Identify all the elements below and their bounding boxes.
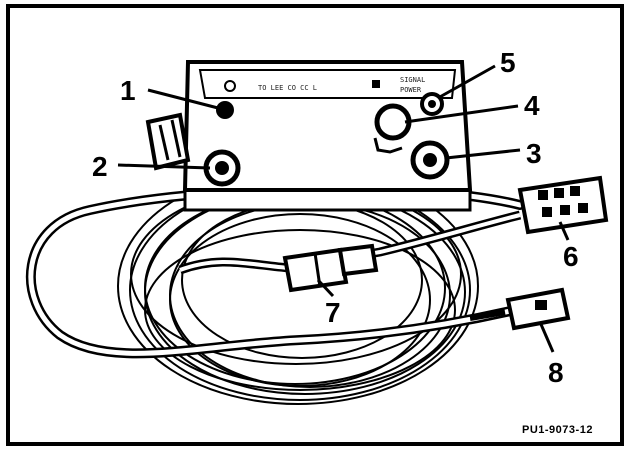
indicator-light xyxy=(216,101,234,119)
callout-3: 3 xyxy=(526,138,542,169)
side-fitting xyxy=(145,112,191,171)
panel-text-left: TO LEE CO CC L xyxy=(258,84,317,92)
callout-7: 7 xyxy=(325,297,341,328)
control-box: TO LEE CO CC L SIGNAL POWER xyxy=(182,60,473,212)
callout-2: 2 xyxy=(92,151,108,182)
panel-marker xyxy=(372,80,380,88)
panel-text-power: POWER xyxy=(400,86,422,94)
callout-5: 5 xyxy=(500,47,516,78)
multi-pin-connector xyxy=(517,175,609,235)
panel-text-signal: SIGNAL xyxy=(400,76,425,84)
panel-screw-icon xyxy=(224,80,236,92)
end-plug xyxy=(469,287,571,331)
reference-code: PU1-9073-12 xyxy=(522,424,593,436)
callout-1: 1 xyxy=(120,75,136,106)
callout-4: 4 xyxy=(524,90,540,121)
callout-6: 6 xyxy=(563,241,579,272)
figure-border xyxy=(6,4,624,446)
adjustment-knob xyxy=(374,103,412,141)
inline-coupler xyxy=(282,243,379,293)
leader-lines xyxy=(117,64,570,353)
callout-8: 8 xyxy=(548,357,564,388)
